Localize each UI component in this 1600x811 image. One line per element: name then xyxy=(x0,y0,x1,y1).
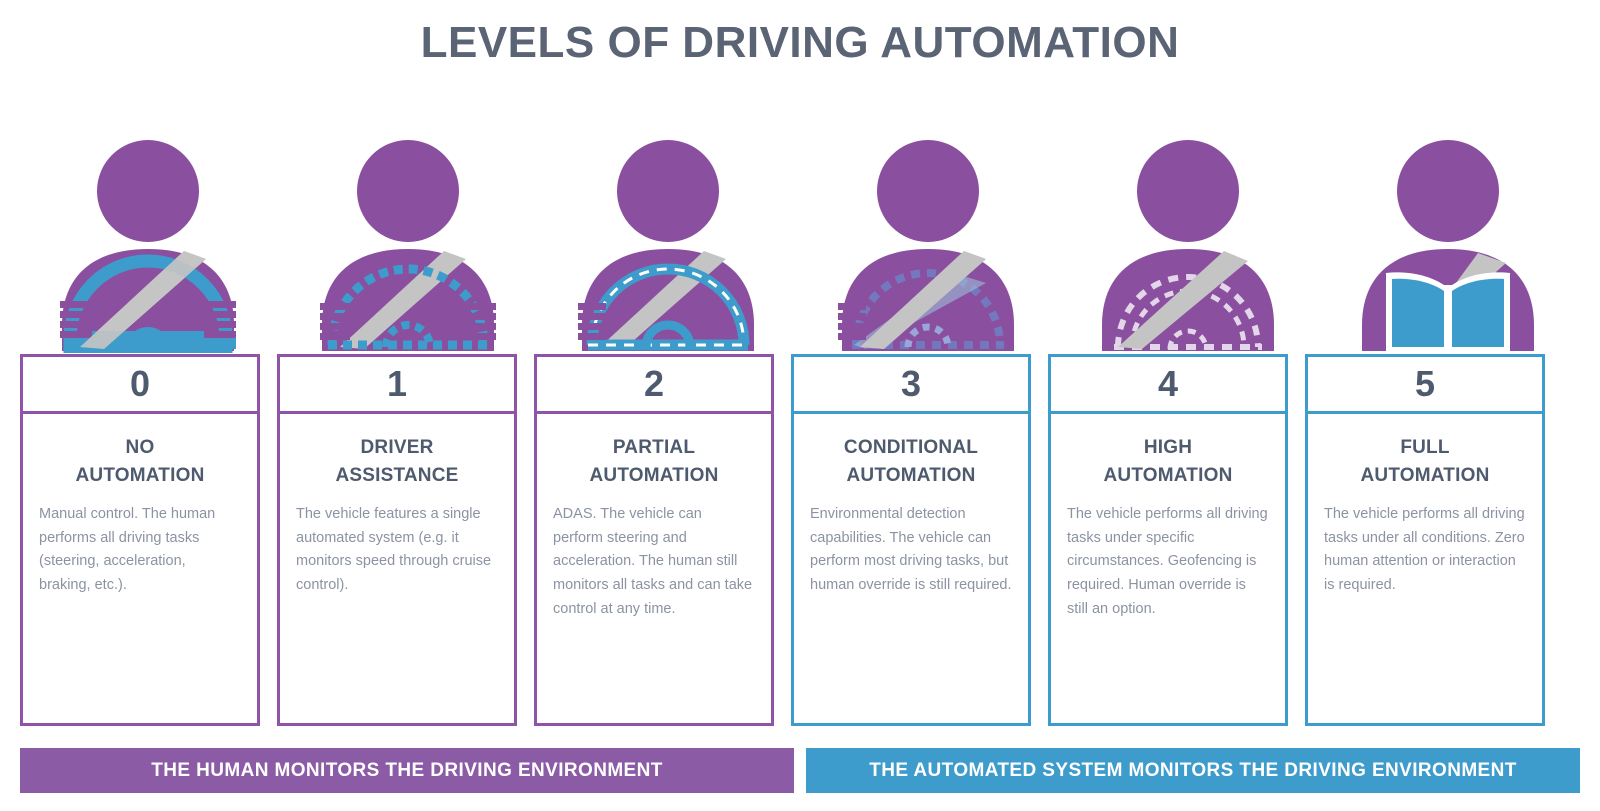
level-title-line1-5: FULL xyxy=(1400,437,1450,458)
level-title-line2-2: AUTOMATION xyxy=(589,464,719,486)
level-title-line1-3: CONDITIONAL xyxy=(843,437,979,458)
level-title-5: FULL AUTOMATION xyxy=(1324,434,1526,489)
level-description-1: The vehicle features a single automated … xyxy=(296,506,492,593)
level-description-3: Environmental detection capabilities. Th… xyxy=(810,506,1012,593)
level-title-line2-5: AUTOMATION xyxy=(1360,464,1490,486)
level-title-2: PARTIAL AUTOMATION xyxy=(553,434,755,489)
automated-system-monitors-banner: THE AUTOMATED SYSTEM MONITORS THE DRIVIN… xyxy=(806,748,1580,793)
driver-icon-row xyxy=(20,128,1580,353)
driver-one-hand-wheel-icon xyxy=(578,140,754,351)
human-monitors-banner: THE HUMAN MONITORS THE DRIVING ENVIRONME… xyxy=(20,748,794,793)
level-title-line1-4: HIGH xyxy=(1143,437,1193,458)
level-description-4: The vehicle performs all driving tasks u… xyxy=(1067,506,1268,617)
level-number-5: 5 xyxy=(1308,357,1542,414)
level-description-5: The vehicle performs all driving tasks u… xyxy=(1324,506,1525,593)
level-title-line2-4: AUTOMATION xyxy=(1103,464,1233,486)
level-body-0: NO AUTOMATION Manual control. The human … xyxy=(23,414,257,723)
level-title-1: DRIVER ASSISTANCE xyxy=(296,434,498,489)
level-number-4: 4 xyxy=(1051,357,1285,414)
level-body-5: FULL AUTOMATION The vehicle performs all… xyxy=(1308,414,1542,723)
driver-hands-on-dashed-wheel-icon xyxy=(320,140,496,351)
level-body-3: CONDITIONAL AUTOMATION Environmental det… xyxy=(794,414,1028,723)
level-title-4: HIGH AUTOMATION xyxy=(1067,434,1269,489)
icon-cell-level-0 xyxy=(20,128,277,353)
levels-card-row: 0 NO AUTOMATION Manual control. The huma… xyxy=(20,354,1580,726)
level-body-2: PARTIAL AUTOMATION ADAS. The vehicle can… xyxy=(537,414,771,723)
level-body-1: DRIVER ASSISTANCE The vehicle features a… xyxy=(280,414,514,723)
driver-faded-wheel-icon xyxy=(838,140,1014,351)
level-number-3: 3 xyxy=(794,357,1028,414)
icon-cell-level-5 xyxy=(1320,128,1577,353)
icon-cell-level-4 xyxy=(1060,128,1317,353)
driver-hands-on-solid-wheel-icon xyxy=(60,140,236,353)
page-title: LEVELS OF DRIVING AUTOMATION xyxy=(420,18,1180,67)
level-card-2[interactable]: 2 PARTIAL AUTOMATION ADAS. The vehicle c… xyxy=(534,354,774,726)
level-card-3[interactable]: 3 CONDITIONAL AUTOMATION Environmental d… xyxy=(791,354,1031,726)
level-title-line2-1: ASSISTANCE xyxy=(335,464,459,486)
level-card-0[interactable]: 0 NO AUTOMATION Manual control. The huma… xyxy=(20,354,260,726)
icon-cell-level-3 xyxy=(800,128,1057,353)
level-card-5[interactable]: 5 FULL AUTOMATION The vehicle performs a… xyxy=(1305,354,1545,726)
level-card-1[interactable]: 1 DRIVER ASSISTANCE The vehicle features… xyxy=(277,354,517,726)
passenger-reading-book-icon xyxy=(1362,140,1534,351)
level-title-line1-2: PARTIAL xyxy=(612,437,696,458)
level-body-4: HIGH AUTOMATION The vehicle performs all… xyxy=(1051,414,1285,723)
level-description-2: ADAS. The vehicle can perform steering a… xyxy=(553,506,753,617)
monitor-banner-row: THE HUMAN MONITORS THE DRIVING ENVIRONME… xyxy=(20,748,1580,793)
icon-cell-level-2 xyxy=(540,128,797,353)
level-number-2: 2 xyxy=(537,357,771,414)
level-title-line2-0: AUTOMATION xyxy=(75,464,205,486)
level-number-0: 0 xyxy=(23,357,257,414)
level-title-line2-3: AUTOMATION xyxy=(846,464,976,486)
level-card-4[interactable]: 4 HIGH AUTOMATION The vehicle performs a… xyxy=(1048,354,1288,726)
level-title-3: CONDITIONAL AUTOMATION xyxy=(810,434,1012,489)
level-title-line1-0: NO xyxy=(125,437,155,458)
icon-cell-level-1 xyxy=(280,128,537,353)
driver-ghost-wheel-icon xyxy=(1102,140,1274,351)
level-number-1: 1 xyxy=(280,357,514,414)
level-title-line1-1: DRIVER xyxy=(360,437,434,458)
level-title-0: NO AUTOMATION xyxy=(39,434,241,489)
level-description-0: Manual control. The human performs all d… xyxy=(39,506,216,593)
